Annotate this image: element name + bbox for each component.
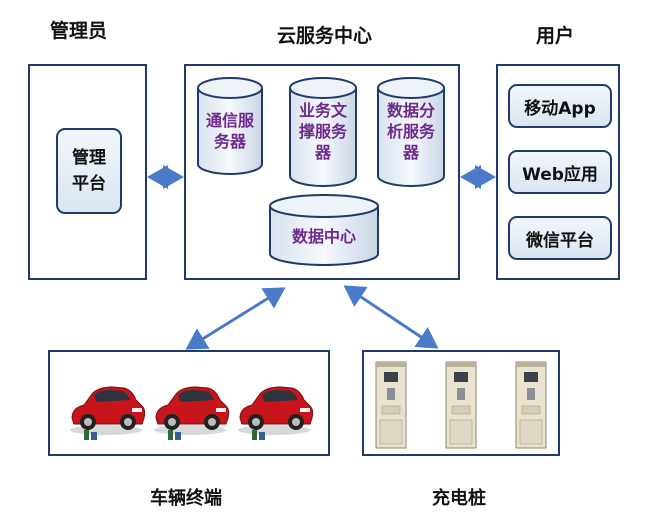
communication-server[interactable]: 通信服 务器 — [196, 76, 264, 176]
cloud-chargers-arrow — [343, 285, 439, 349]
user-panel: 移动App Web应用 微信平台 — [496, 64, 620, 280]
data-center[interactable]: 数据中心 — [268, 194, 380, 268]
vehicles-panel — [48, 350, 330, 456]
cloud-panel: 通信服 务器 业务文 撑服务 器 数据分 析服务 器 数据中心 — [184, 64, 460, 280]
data-analysis-server-label: 数据分 析服务 器 — [386, 101, 435, 162]
cloud-vehicles-arrow — [185, 287, 286, 350]
admin-platform-box[interactable]: 管理 平台 — [56, 128, 122, 214]
business-support-server[interactable]: 业务文 撑服务 器 — [288, 76, 358, 188]
mobile-app-box[interactable]: 移动App — [508, 84, 612, 128]
web-app-box[interactable]: Web应用 — [508, 150, 612, 194]
communication-server-label: 通信服 务器 — [205, 111, 254, 151]
cloud-heading: 云服务中心 — [277, 25, 373, 47]
user-heading: 用户 — [536, 25, 575, 47]
chargers-label: 充电桩 — [432, 488, 486, 509]
business-support-server-label: 业务文 撑服务 器 — [298, 101, 347, 162]
vehicles-label: 车辆终端 — [150, 488, 222, 509]
data-center-label: 数据中心 — [291, 227, 356, 246]
admin-panel: 管理 平台 — [28, 64, 147, 280]
wechat-platform-box[interactable]: 微信平台 — [508, 216, 612, 260]
chargers-panel — [362, 350, 560, 456]
admin-heading: 管理员 — [50, 20, 108, 42]
data-analysis-server[interactable]: 数据分 析服务 器 — [376, 76, 446, 188]
